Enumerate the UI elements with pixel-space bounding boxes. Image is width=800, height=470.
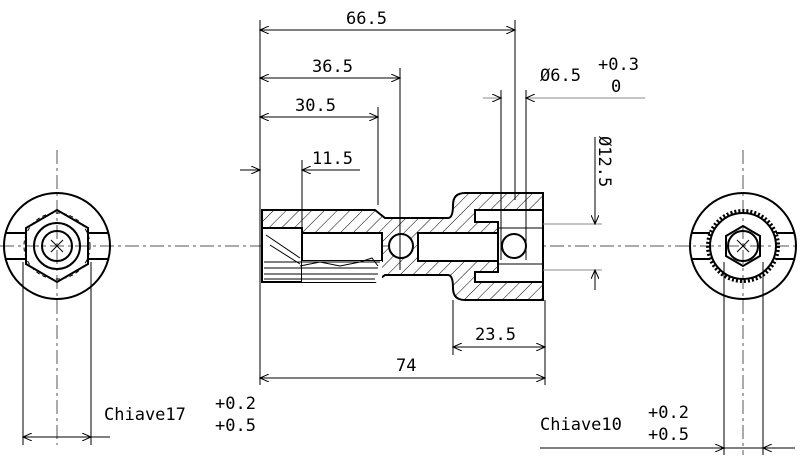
spline-teeth (706, 209, 780, 283)
dim-cross-hole-diameter: Ø6.5 (540, 66, 581, 86)
right-view-tol-lower: +0.5 (648, 425, 689, 445)
left-view-tol-lower: +0.5 (215, 416, 256, 436)
right-view-tol-upper: +0.2 (648, 403, 689, 423)
left-view-label: Chiave17 (104, 405, 186, 425)
dim-11-5: 11.5 (312, 149, 353, 169)
dim-74: 74 (396, 356, 416, 376)
left-view-tol-upper: +0.2 (215, 394, 256, 414)
section-view (261, 192, 544, 301)
dim-cross-hole-tol-upper: +0.3 (598, 55, 639, 75)
dim-36-5: 36.5 (312, 57, 353, 77)
dimension-lines (240, 20, 645, 385)
center-cross-icon (50, 239, 64, 253)
right-end-view (540, 150, 797, 455)
hex-10-outline (725, 224, 761, 268)
dim-66-5: 66.5 (346, 9, 387, 29)
hex-17-outline (25, 208, 89, 284)
right-view-label: Chiave10 (540, 415, 622, 435)
cross-hole-1 (388, 233, 414, 259)
dim-23-5: 23.5 (475, 325, 516, 345)
dim-30-5: 30.5 (295, 96, 336, 116)
cross-hole-2 (501, 233, 527, 259)
dim-cross-hole-tol-lower: 0 (611, 77, 621, 97)
left-end-view (3, 150, 111, 445)
dim-bore-diameter: Ø12.5 (594, 136, 614, 187)
center-cross-icon (736, 239, 750, 253)
